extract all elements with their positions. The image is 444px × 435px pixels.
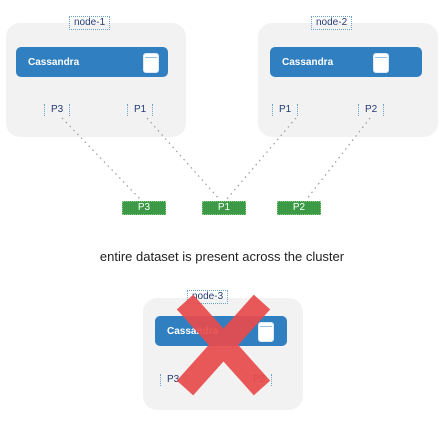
node-1-label: node-1 [69,16,111,30]
connector-line [61,117,142,201]
database-icon [258,322,274,342]
node-2-box [258,23,438,137]
database-icon [373,53,389,73]
partition-chip-p2: P2 [277,201,321,215]
node-3-label: node-3 [187,290,229,304]
connector-line [305,117,371,201]
node-1-cassandra: Cassandra [16,47,168,77]
caption: entire dataset is present across the clu… [99,249,345,264]
partition-chip-p1: P1 [202,201,246,215]
node-1-box [6,23,186,137]
node-2-partition-p1: P1 [272,104,299,116]
node-1-partition-p1: P1 [127,104,154,116]
database-icon [143,53,159,73]
connector-line [225,117,297,201]
node-3-cassandra-label: Cassandra [167,325,219,337]
node-2-partition-p2: P2 [358,104,385,116]
node-1-partition-p3: P3 [44,104,71,116]
node-2-cassandra: Cassandra [270,47,422,77]
node-1-cassandra-label: Cassandra [28,56,80,68]
partition-chip-p3: P3 [122,201,166,215]
node-2-label: node-2 [311,16,353,30]
node-2-cassandra-label: Cassandra [282,56,334,68]
